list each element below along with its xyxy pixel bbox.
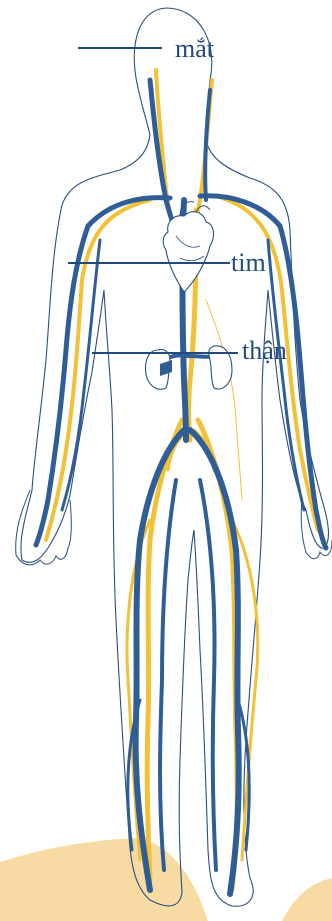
ground-shape-left (0, 838, 208, 921)
vein-shoulder-right (200, 196, 280, 226)
heart-shape (163, 212, 213, 292)
vein-left-leg-inner (160, 480, 176, 870)
vein-shoulder-left (88, 198, 170, 226)
label-eye: mắt (175, 36, 214, 62)
artery-thorax-thin (206, 300, 242, 500)
vein-right-leg-inner (200, 480, 216, 870)
body-outline (21, 8, 329, 906)
vein-right-arm-inner (268, 240, 304, 510)
label-kidney: thận (242, 338, 287, 364)
ground-shape-right (282, 878, 332, 921)
label-heart: tim (231, 250, 266, 276)
vein-neck-right (205, 90, 210, 200)
